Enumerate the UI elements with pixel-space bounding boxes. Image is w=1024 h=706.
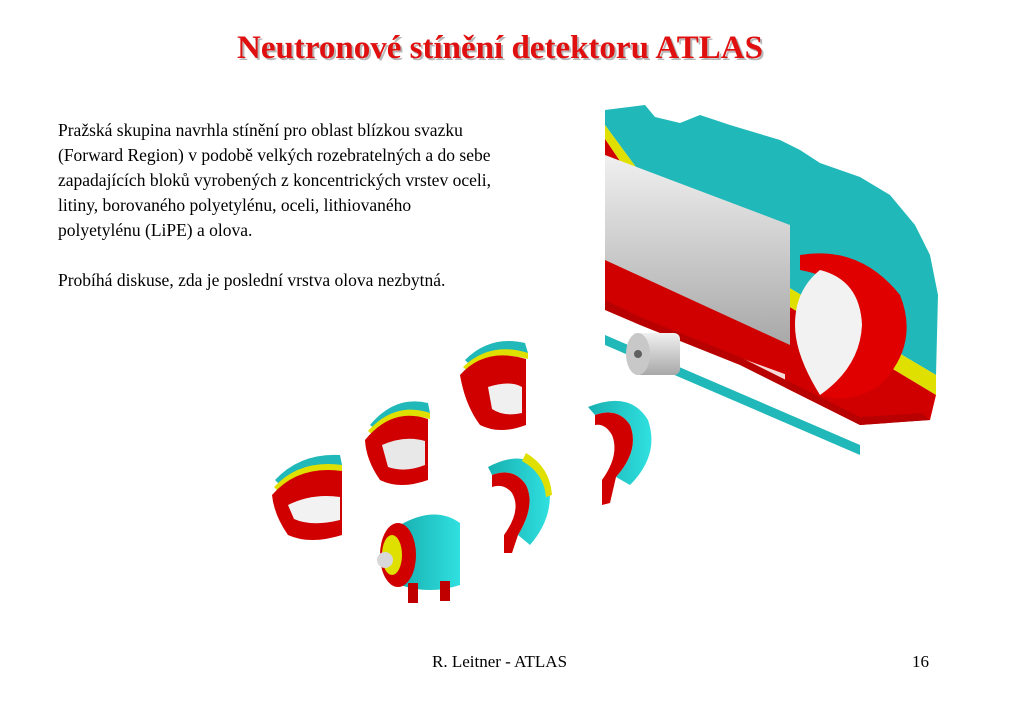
large-block-steel [605, 155, 790, 345]
shield-blocks-illustration [272, 105, 938, 603]
large-shield-block [605, 105, 938, 455]
paragraph-discussion: Probíhá diskuse, zda je poslední vrstva … [58, 270, 446, 290]
large-block-red-ring [800, 253, 907, 399]
slide-title: Neutronové stínění detektoru ATLAS [237, 30, 763, 66]
large-block-bore [795, 270, 862, 395]
grey-cylinder [626, 333, 680, 375]
block-cyan-right [588, 400, 652, 505]
footer-author: R. Leitner - ATLAS [432, 652, 568, 671]
block-cyan-middle [488, 453, 552, 553]
paragraph-description: Pražská skupina navrhla stínění pro obla… [58, 120, 491, 240]
page-number: 16 [912, 652, 929, 671]
body-text: Pražská skupina navrhla stínění pro obla… [58, 118, 498, 318]
block-bottom-left [272, 454, 342, 540]
large-block-groove [605, 308, 785, 393]
block-cyan-drum [377, 514, 460, 603]
block-top-middle [460, 341, 528, 430]
block-middle-left [365, 401, 430, 485]
